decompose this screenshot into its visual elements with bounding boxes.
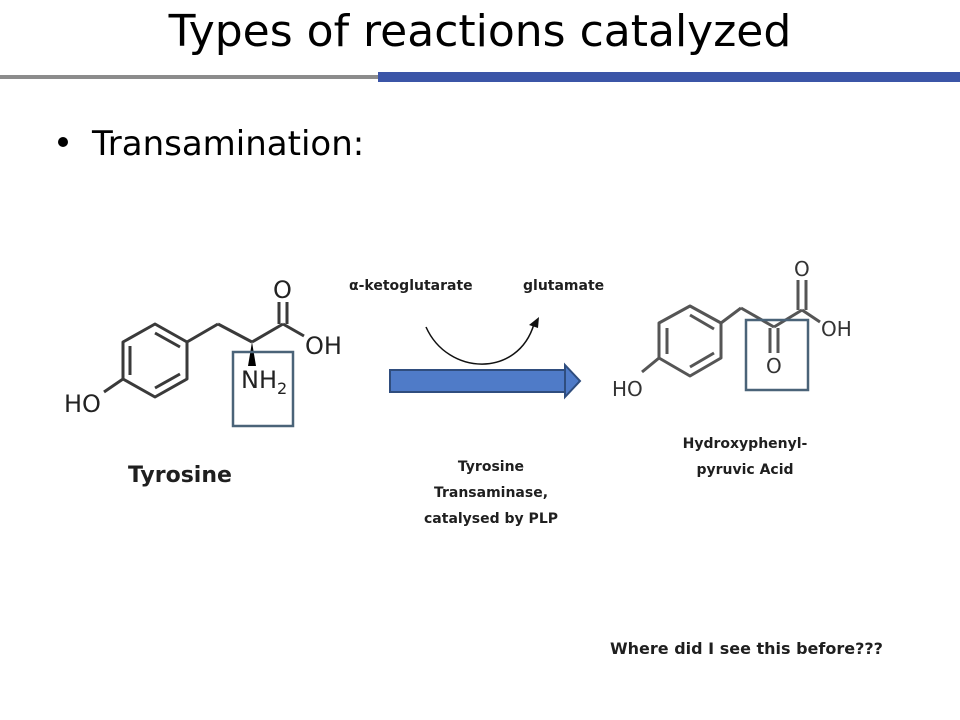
product-ch2-bond	[720, 306, 742, 325]
tyrosine-benzene-ring	[121, 322, 189, 399]
tyrosine-atom-oh: OH	[305, 332, 342, 360]
bullet-dot	[58, 137, 68, 147]
tyrosine-oh-bond	[282, 322, 305, 338]
cosubstrate-arrowhead	[529, 317, 539, 328]
tyrosine-atom-nh: NH	[241, 366, 277, 394]
tyrosine-atom-nh2: NH2	[241, 366, 287, 398]
reactant-name: Tyrosine	[128, 463, 232, 488]
tyrosine-atom-nh-subscript: 2	[277, 379, 287, 398]
product-ketone-highlight-box	[744, 318, 810, 392]
cosubstrate-out-label: glutamate	[523, 278, 604, 294]
product-name-line-2: pyruvic Acid	[696, 462, 793, 478]
product-carboxyl-bond	[773, 308, 803, 329]
product-oh-bond	[801, 308, 821, 324]
product-structure	[641, 280, 821, 378]
tyrosine-atom-ho: HO	[64, 390, 101, 418]
product-ketone-bond	[740, 306, 775, 329]
cosubstrate-in-label: α-ketoglutarate	[349, 278, 473, 294]
tyrosine-structure	[103, 302, 305, 399]
tyrosine-ch2-bond	[186, 322, 219, 344]
enzyme-line-1: Tyrosine	[458, 459, 524, 475]
product-atom-o-top: O	[794, 257, 810, 281]
reaction-arrow	[389, 362, 582, 400]
product-atom-o-ketone: O	[766, 354, 782, 378]
tyrosine-amino-highlight-box	[231, 350, 295, 428]
question-text: Where did I see this before???	[610, 639, 883, 658]
title-underline-blue	[378, 72, 960, 82]
product-ho-bond	[641, 356, 660, 374]
tyrosine-ho-bond	[103, 377, 124, 394]
product-name-line-1: Hydroxyphenyl-	[683, 436, 808, 452]
tyrosine-carboxyl-bond	[251, 322, 284, 344]
tyrosine-atom-o: O	[273, 276, 292, 304]
enzyme-line-3: catalysed by PLP	[424, 511, 558, 527]
enzyme-line-2: Transaminase,	[434, 485, 548, 501]
bullet-text: Transamination:	[92, 124, 365, 164]
tyrosine-calpha-bond	[217, 322, 253, 344]
bullet-item: Transamination:	[58, 124, 364, 164]
product-atom-oh: OH	[821, 317, 852, 341]
product-name: Hydroxyphenyl- pyruvic Acid	[683, 436, 808, 478]
tyrosine-wedge-bond	[248, 342, 256, 366]
title-underline	[0, 72, 960, 82]
cosubstrate-curved-arrow	[425, 323, 535, 365]
enzyme-label: Tyrosine Transaminase, catalysed by PLP	[424, 459, 558, 527]
slide-title: Types of reactions catalyzed	[168, 6, 792, 57]
product-atom-ho: HO	[612, 377, 643, 401]
